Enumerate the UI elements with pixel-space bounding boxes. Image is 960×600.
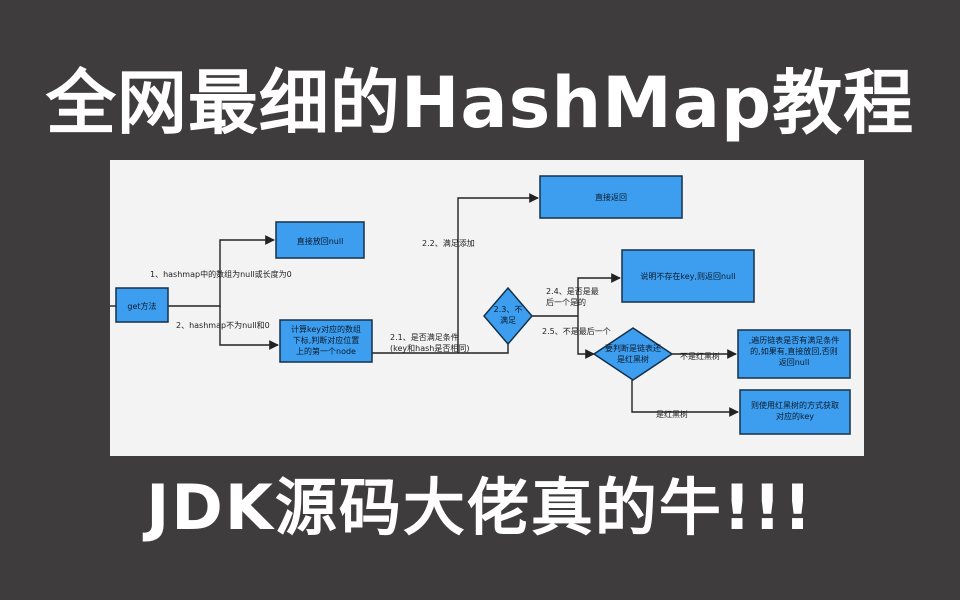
- flowchart-panel: get方法 直接放回null 计算key对应的数组下标,判断对应位置上的第一个n…: [110, 160, 864, 456]
- node-return-null-direct-box: [275, 221, 365, 259]
- node-traverse-list-line: ,遍历链表是否有满足条件: [749, 335, 840, 345]
- edge-label-not-null: 2、hashmap不为null和0: [176, 320, 270, 330]
- node-compute-index: 计算key对应的数组下标,判断对应位置上的第一个node: [291, 324, 361, 356]
- node-key-not-exist-line: 说明不存在key,则返回null: [640, 271, 735, 281]
- video-subtitle: JDK源码大佬真的牛!!!: [146, 471, 814, 544]
- node-return-direct-line: 直接返回: [595, 192, 627, 202]
- edge-get-to-compute-index: [219, 306, 279, 350]
- edge-label-is-tree: 是红黑树: [656, 409, 688, 419]
- node-return-direct-box: [539, 175, 683, 219]
- node-condition-diamond-line: 2.3、不: [494, 305, 523, 314]
- edge-label-not-last-line: 2.5、不是最后一个: [542, 326, 611, 336]
- node-tree-check-line: 要判断是链表还: [605, 343, 661, 353]
- node-get-method: get方法: [127, 301, 156, 311]
- node-traverse-list-line: 的,如果有,直接放回,否则: [750, 346, 838, 356]
- edge-label-check-condition-line: 2.1、是否满足条件: [390, 332, 459, 342]
- node-traverse-list: ,遍历链表是否有满足条件的,如果有,直接放回,否则返回null: [749, 335, 840, 367]
- node-condition-diamond-line: 满足: [500, 315, 516, 325]
- video-title: 全网最细的HashMap教程: [45, 62, 915, 144]
- edge-label-array-null: 1、hashmap中的数组为null或长度为0: [150, 269, 292, 279]
- node-condition-diamond-shape: [483, 286, 533, 346]
- node-traverse-list-line: 返回null: [779, 358, 810, 367]
- edge-label-is-last-line: 2.4、是否是最: [546, 287, 599, 296]
- edge-label-is-tree-line: 是红黑树: [656, 409, 688, 419]
- edge-branch-to-tree-check: [577, 316, 595, 359]
- edge-label-not-null-line: 2、hashmap不为null和0: [176, 320, 270, 330]
- node-tree-lookup-line: 对应的key: [776, 411, 814, 421]
- node-compute-index-line: 上的第一个node: [296, 346, 356, 356]
- node-return-direct: 直接返回: [595, 192, 627, 202]
- edge-branch-to-key-not-exist: [577, 273, 621, 316]
- node-condition-diamond: 2.3、不满足: [494, 305, 523, 325]
- edge-label-not-last: 2.5、不是最后一个: [542, 326, 611, 336]
- node-traverse-list-box: [737, 329, 851, 379]
- edge-label-check-condition: 2.1、是否满足条件(key和hash是否相同): [390, 332, 469, 353]
- node-compute-index-line: 下标,判断对应位置: [293, 335, 360, 345]
- edge-label-not-tree-line: 不是红黑树: [680, 351, 720, 361]
- edge-label-check-condition-line: (key和hash是否相同): [390, 343, 469, 353]
- node-tree-check: 要判断是链表还是红黑树: [605, 343, 661, 364]
- edge-label-satisfied-line: 2.2、满足添加: [422, 238, 475, 248]
- edge-compute-to-return-direct: [457, 193, 539, 353]
- edge-label-satisfied: 2.2、满足添加: [422, 238, 475, 248]
- node-get-method-box: [115, 287, 169, 323]
- node-return-null-direct-line: 直接放回null: [297, 236, 344, 246]
- node-compute-index-line: 计算key对应的数组: [291, 324, 361, 334]
- node-tree-lookup-line: 则使用红黑树的方式获取: [751, 400, 839, 410]
- edge-label-is-last: 2.4、是否是最后一个是的: [546, 287, 599, 307]
- node-key-not-exist-box: [621, 249, 755, 303]
- edge-tree-check-to-tree: [631, 380, 739, 417]
- node-tree-check-shape: [592, 327, 674, 381]
- node-tree-check-line: 是红黑树: [617, 354, 649, 364]
- edge-label-not-tree: 不是红黑树: [680, 351, 720, 361]
- node-key-not-exist: 说明不存在key,则返回null: [640, 271, 735, 281]
- edge-label-array-null-line: 1、hashmap中的数组为null或长度为0: [150, 269, 292, 279]
- node-get-method-line: get方法: [127, 301, 156, 311]
- node-tree-lookup: 则使用红黑树的方式获取对应的key: [751, 400, 839, 421]
- edge-label-is-last-line: 后一个是的: [546, 297, 586, 307]
- node-compute-index-box: [279, 319, 373, 363]
- edge-get-to-return-null: [168, 235, 275, 307]
- hashmap-get-flowchart: get方法 直接放回null 计算key对应的数组下标,判断对应位置上的第一个n…: [110, 175, 851, 435]
- node-tree-lookup-box: [739, 389, 851, 435]
- node-return-null-direct: 直接放回null: [297, 236, 344, 246]
